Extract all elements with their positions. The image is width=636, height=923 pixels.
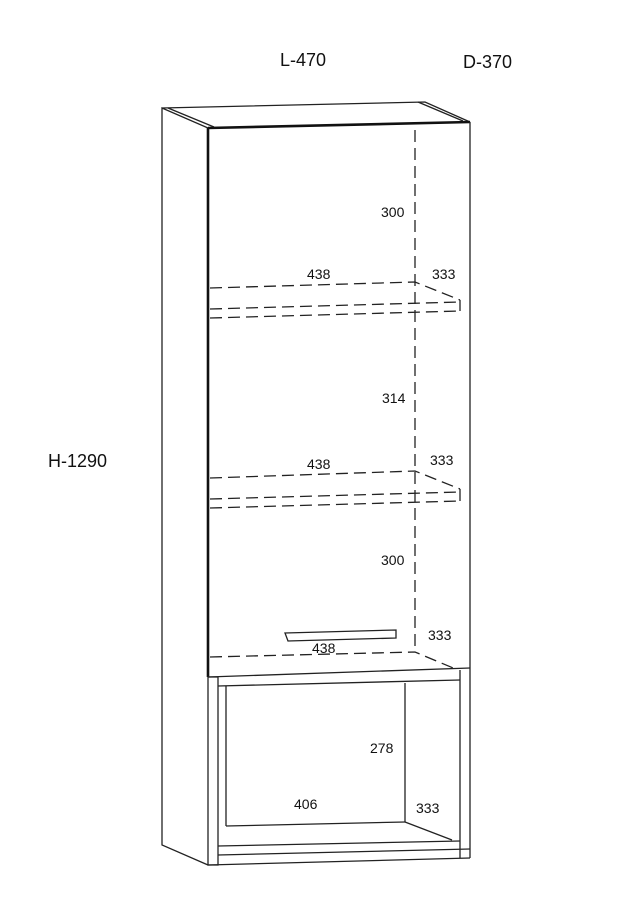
door-handle bbox=[284, 629, 397, 642]
shelf-1-width: 438 bbox=[307, 266, 331, 282]
section-height-3: 300 bbox=[381, 552, 405, 568]
section-height-1: 300 bbox=[381, 204, 405, 220]
niche-height: 278 bbox=[370, 740, 394, 756]
height-label: H-1290 bbox=[48, 451, 107, 471]
niche-depth: 333 bbox=[416, 800, 440, 816]
section-height-2: 314 bbox=[382, 390, 406, 406]
depth-label: D-370 bbox=[463, 52, 512, 72]
shelf-1-depth: 333 bbox=[432, 266, 456, 282]
shelf-3-depth: 333 bbox=[428, 627, 452, 643]
width-label: L-470 bbox=[280, 50, 326, 70]
niche-width: 406 bbox=[294, 796, 318, 812]
shelf-2-width: 438 bbox=[307, 456, 331, 472]
shelf-2-depth: 333 bbox=[430, 452, 454, 468]
hidden-lines bbox=[209, 130, 461, 671]
cabinet-outline bbox=[161, 101, 471, 866]
shelf-3-width: 438 bbox=[312, 640, 336, 656]
